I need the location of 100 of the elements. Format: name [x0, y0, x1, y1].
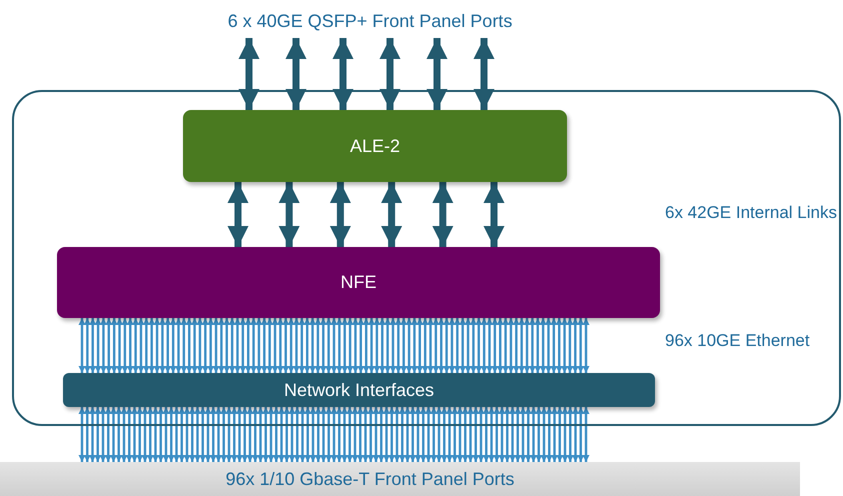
double-arrow: [535, 407, 542, 462]
double-arrow: [470, 318, 477, 373]
double-arrow: [346, 318, 354, 373]
double-arrow: [454, 318, 461, 373]
double-arrow: [340, 407, 348, 462]
double-arrow: [475, 318, 482, 373]
double-arrow: [519, 407, 527, 462]
double-arrow: [381, 182, 402, 247]
double-arrow: [384, 318, 392, 373]
double-arrow: [498, 407, 506, 462]
double-arrow: [120, 407, 128, 462]
double-arrow: [373, 318, 380, 373]
double-arrow: [486, 318, 494, 373]
double-arrow: [78, 407, 86, 462]
double-arrow: [255, 318, 263, 373]
double-arrow: [266, 318, 274, 373]
double-arrow: [212, 318, 220, 373]
double-arrow: [368, 318, 376, 373]
double-arrow: [416, 318, 424, 373]
double-arrow: [172, 407, 180, 462]
double-arrow: [204, 407, 212, 462]
double-arrow: [286, 38, 306, 110]
double-arrow: [480, 318, 488, 373]
double-arrow: [577, 407, 584, 462]
double-arrow: [446, 407, 454, 462]
double-arrow: [352, 318, 360, 373]
double-arrow: [438, 318, 445, 373]
asic-block: ALE-2: [183, 110, 567, 182]
double-arrow: [426, 318, 434, 373]
double-arrow: [472, 407, 480, 462]
double-arrow: [84, 318, 91, 373]
double-arrow: [84, 407, 91, 462]
double-arrow: [276, 318, 284, 373]
double-arrow: [100, 318, 108, 373]
double-arrow: [459, 318, 466, 373]
double-arrow: [99, 407, 107, 462]
double-arrow: [115, 407, 122, 462]
double-arrow: [378, 318, 386, 373]
double-arrow: [443, 318, 450, 373]
double-arrow: [424, 407, 432, 462]
double-arrow: [404, 407, 412, 462]
double-arrow: [566, 407, 574, 462]
double-arrow: [546, 407, 553, 462]
double-arrow: [218, 318, 225, 373]
double-arrow: [440, 407, 448, 462]
double-arrow: [514, 407, 522, 462]
double-arrow: [422, 318, 429, 373]
double-arrow: [228, 182, 248, 247]
double-arrow: [238, 38, 260, 110]
double-arrow: [136, 407, 144, 462]
double-arrow: [582, 318, 590, 373]
double-arrow: [94, 407, 102, 462]
double-arrow: [320, 318, 327, 373]
double-arrow: [308, 318, 316, 373]
double-arrow: [566, 318, 574, 373]
double-arrow: [572, 318, 579, 373]
double-arrow: [191, 318, 198, 373]
double-arrow: [362, 318, 370, 373]
double-arrow: [507, 318, 515, 373]
double-arrow: [230, 407, 238, 462]
double-arrow: [550, 318, 558, 373]
double-arrow: [130, 407, 138, 462]
double-arrow: [523, 318, 531, 373]
double-arrow: [236, 407, 244, 462]
interface-bar: Network Interfaces: [63, 373, 655, 407]
double-arrow: [544, 318, 552, 373]
double-arrow: [225, 407, 233, 462]
double-arrow: [330, 182, 351, 247]
double-arrow: [260, 318, 268, 373]
double-arrow: [262, 407, 270, 462]
double-arrow: [210, 407, 217, 462]
double-arrow: [462, 407, 469, 462]
double-arrow: [214, 407, 222, 462]
double-arrow: [488, 407, 496, 462]
double-arrow: [477, 407, 485, 462]
double-arrow: [152, 407, 160, 462]
double-arrow: [518, 318, 526, 373]
double-arrow: [528, 318, 536, 373]
double-arrow: [382, 407, 390, 462]
double-arrow: [110, 318, 118, 373]
double-arrow: [88, 407, 96, 462]
double-arrow: [283, 407, 290, 462]
double-arrow: [174, 318, 182, 373]
port-band: 96x 1/10 Gbase-T Front Panel Ports: [0, 462, 800, 496]
double-arrow: [142, 318, 150, 373]
double-arrow: [550, 407, 558, 462]
double-arrow: [239, 318, 246, 373]
chassis-outline: [12, 90, 841, 426]
double-arrow: [292, 318, 300, 373]
double-arrow: [410, 318, 418, 373]
double-arrow: [325, 407, 332, 462]
double-arrow: [153, 318, 161, 373]
double-arrow: [162, 407, 170, 462]
double-arrow: [298, 407, 306, 462]
double-arrow: [282, 318, 290, 373]
double-arrow: [504, 407, 511, 462]
double-arrow: [577, 318, 584, 373]
double-arrow: [435, 407, 443, 462]
double-arrow: [336, 318, 343, 373]
double-arrow: [540, 407, 548, 462]
